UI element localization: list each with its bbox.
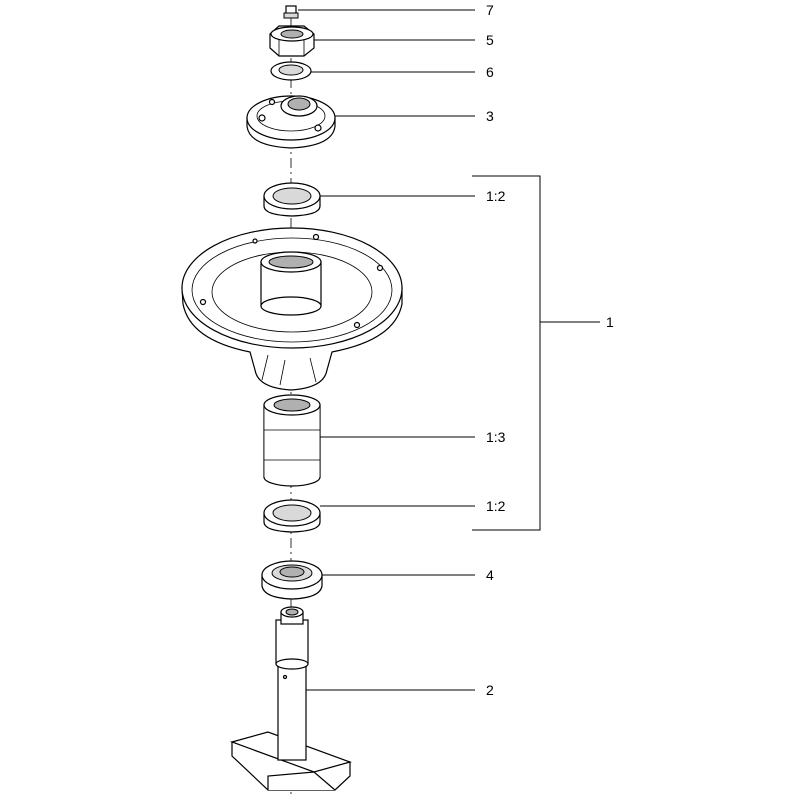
part-1-3-spacer-tube [263,394,321,487]
callout-2: 2 [486,682,494,698]
callout-1-2-top: 1:2 [486,188,506,204]
part-7-grease-fitting [283,5,299,19]
callout-3: 3 [486,108,494,124]
callout-1: 1 [606,314,614,330]
part-2-spindle-shaft [230,606,352,791]
part-5-hex-nut [269,25,315,57]
callout-5: 5 [486,32,494,48]
callout-4: 4 [486,567,494,583]
assembly-1-bracket [472,175,541,531]
part-4-seal [261,560,323,600]
part-1-2-top-bearing [263,182,321,217]
part-1-spindle-housing [181,227,403,391]
part-3-hub [246,95,336,149]
callout-6: 6 [486,64,494,80]
callout-7: 7 [486,2,494,18]
callout-1-3: 1:3 [486,429,506,445]
part-6-washer [270,61,312,81]
callout-1-2-bottom: 1:2 [486,498,506,514]
part-1-2-bottom-bearing [263,499,321,533]
